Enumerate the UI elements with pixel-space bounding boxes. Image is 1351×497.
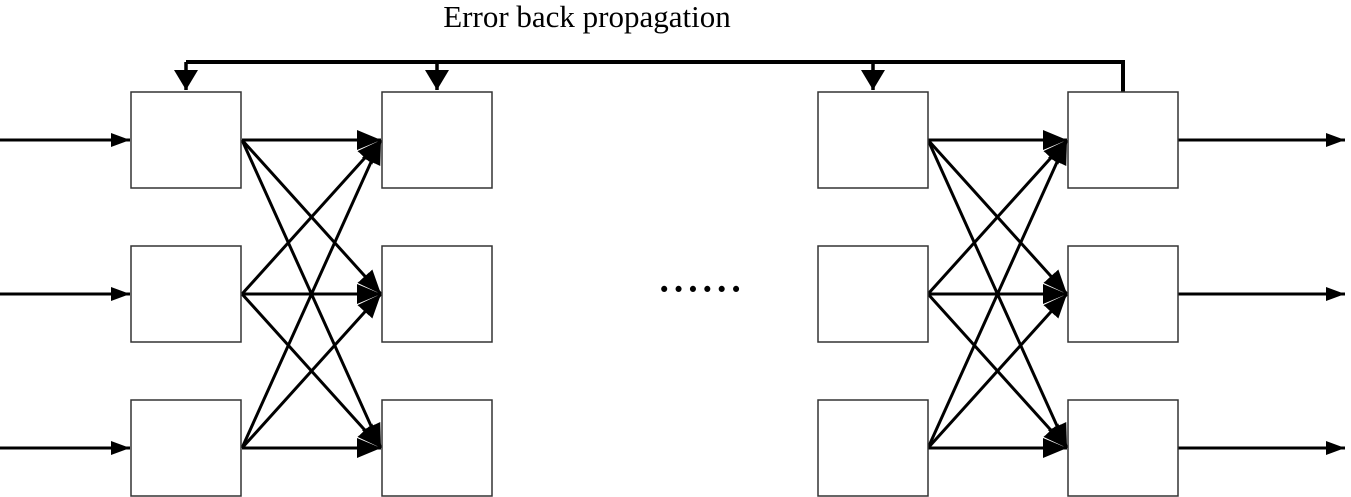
layer-group-left: [130, 91, 493, 497]
neuron-box: [381, 245, 493, 343]
diagram-title: Error back propagation: [443, 0, 731, 34]
neuron-box: [817, 91, 929, 189]
neuron-box: [130, 91, 242, 189]
connection-line: [926, 292, 1069, 450]
connection-line: [926, 139, 1069, 449]
layer-group-left-connections: [240, 130, 383, 458]
connection-line: [926, 138, 1069, 296]
neuron-box: [130, 245, 242, 343]
connection-line: [240, 292, 383, 450]
neuron-box: [130, 399, 242, 497]
continuation-ellipsis: ••••••: [658, 278, 744, 302]
neuron-box: [381, 91, 493, 189]
feedback-rail-line: [186, 60, 1125, 92]
neuron-box: [817, 245, 929, 343]
output-arrows: [1178, 133, 1345, 455]
neuron-box: [381, 399, 493, 497]
layer-group-right-connections: [926, 130, 1069, 458]
neuron-box: [1067, 245, 1179, 343]
input-arrows: [0, 133, 130, 455]
neuron-box: [817, 399, 929, 497]
connection-line: [240, 139, 383, 449]
layer-group-right: [817, 91, 1179, 497]
feedback-path: [174, 60, 1125, 92]
neuron-box: [1067, 399, 1179, 497]
connection-line: [240, 138, 383, 296]
neuron-box: [1067, 91, 1179, 189]
